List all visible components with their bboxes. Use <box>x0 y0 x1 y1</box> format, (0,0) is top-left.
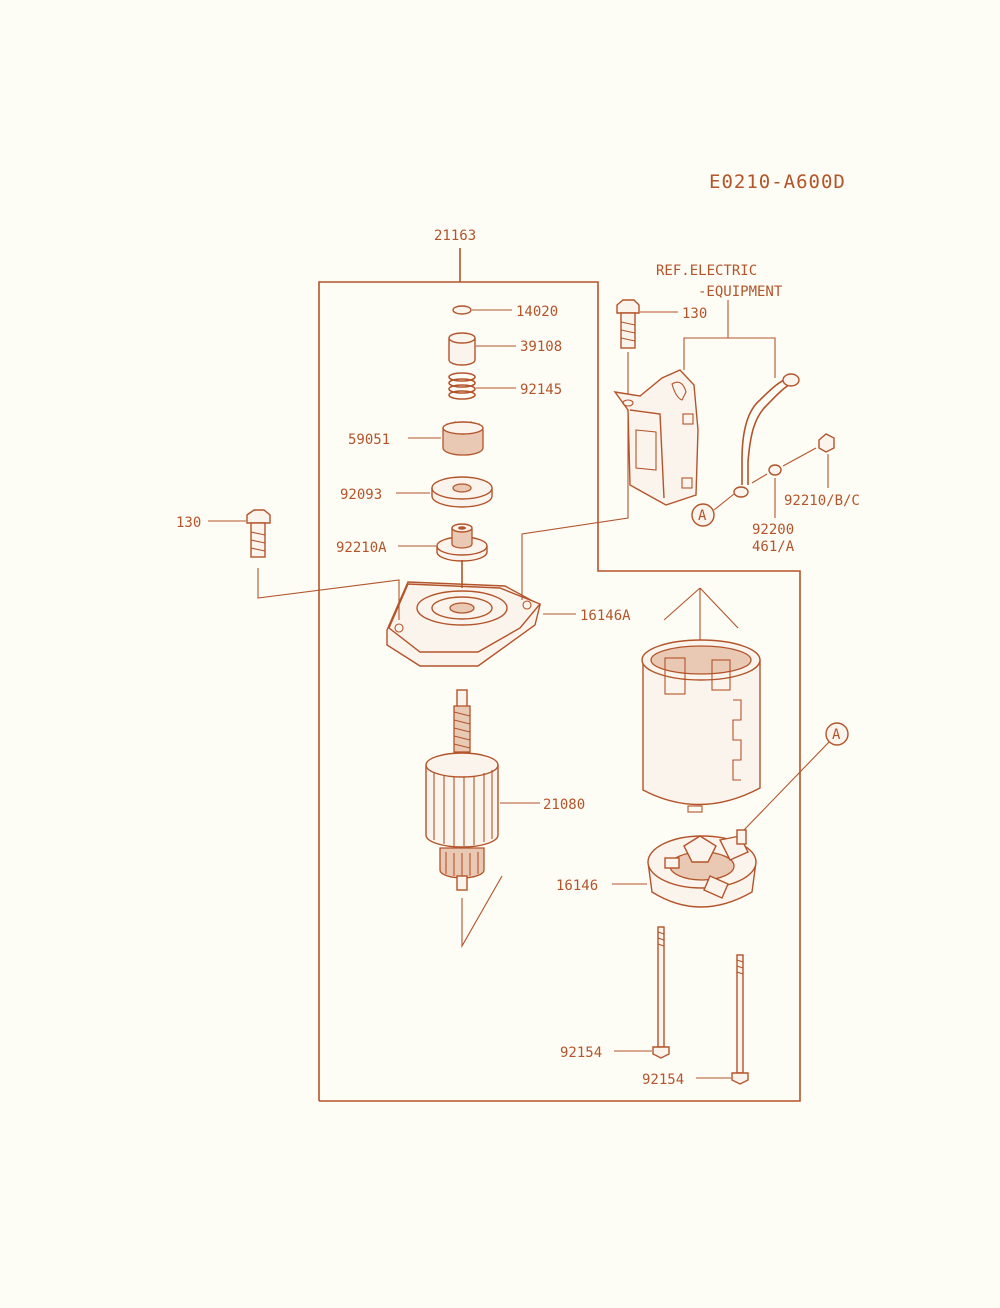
label-brush-holder: 16146 <box>556 878 598 894</box>
label-spring: 92145 <box>520 382 562 398</box>
through-bolt-1-part <box>614 926 670 1059</box>
label-nut-plate: 92210A <box>336 540 387 556</box>
pinion-gear-part <box>408 420 484 456</box>
ref-marker-lower: A <box>743 722 849 831</box>
label-front-cover: 16146A <box>580 608 631 624</box>
label-bolt-left: 130 <box>176 515 201 531</box>
armature-part <box>425 689 540 949</box>
collar-part <box>448 332 516 366</box>
lead-wire-part <box>733 373 800 498</box>
bolt-right-part <box>521 299 678 600</box>
label-bolt-right: 130 <box>682 306 707 322</box>
label-through-bolt-1: 92154 <box>560 1045 602 1061</box>
through-bolt-2-part <box>696 954 749 1085</box>
svg-text:A: A <box>698 508 707 524</box>
label-through-bolt-2: 92154 <box>642 1072 684 1088</box>
diagram-code: E0210-A600D <box>709 171 846 193</box>
label-washer: 92093 <box>340 487 382 503</box>
ref-note-leader-right <box>728 337 776 378</box>
front-cover-part <box>386 560 576 667</box>
ref-note-line2: -EQUIPMENT <box>698 284 783 300</box>
spring-part <box>448 372 516 400</box>
svg-text:A: A <box>832 727 841 743</box>
label-lock-washer-1: 92200 <box>752 522 794 538</box>
label-washer-top: 14020 <box>516 304 558 320</box>
washer-top-part <box>452 305 512 315</box>
bolt-left-part <box>208 509 400 620</box>
assembly-frame <box>318 248 801 1102</box>
nut-plate-part <box>398 523 488 562</box>
brush-holder-part <box>612 829 757 908</box>
ref-marker-top: A <box>691 493 735 527</box>
label-pinion-gear: 59051 <box>348 432 390 448</box>
ref-note-leader <box>683 300 729 370</box>
washer-part <box>396 476 493 508</box>
lock-washer-part <box>751 464 782 518</box>
label-lock-washer-2: 461/A <box>752 539 795 555</box>
ref-note-line1: REF.ELECTRIC <box>656 263 757 279</box>
label-nut: 92210/B/C <box>784 493 860 509</box>
bracket-part <box>613 369 699 506</box>
label-assembly: 21163 <box>434 228 476 244</box>
nut-part <box>782 433 835 488</box>
label-collar: 39108 <box>520 339 562 355</box>
yoke-part <box>641 587 761 813</box>
label-armature: 21080 <box>543 797 585 813</box>
